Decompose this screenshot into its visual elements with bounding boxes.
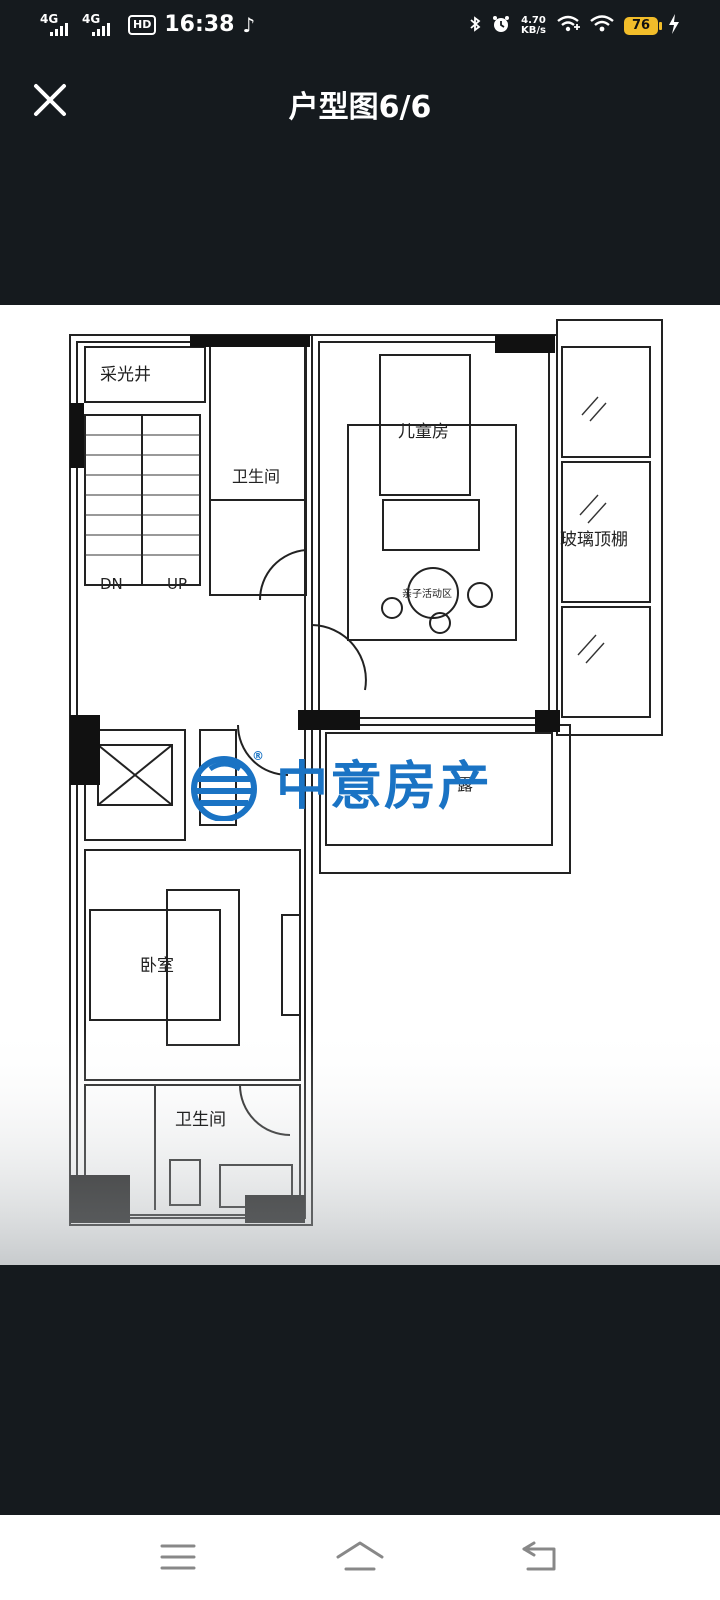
brand-globe-icon xyxy=(191,756,257,821)
image-viewer[interactable]: 采光井 卫生间 儿童房 亲子活动区 玻璃顶棚 DN UP 露 卧室 卫生间 ® … xyxy=(0,305,720,1265)
close-icon xyxy=(34,84,66,116)
net-speed: 4.70 KB/s xyxy=(521,16,546,36)
label-stairs-dn: DN xyxy=(100,575,123,593)
status-left: 4G 4G HD 16:38 ♪ xyxy=(40,12,255,37)
home-icon xyxy=(336,1541,384,1571)
watermark-text: 中意房产 xyxy=(276,757,493,817)
bluetooth-icon xyxy=(469,15,481,37)
signal-icon-2: 4G xyxy=(82,13,116,37)
label-stairs-up: UP xyxy=(167,575,188,593)
label-bedroom: 卧室 xyxy=(140,956,174,976)
home-button[interactable] xyxy=(330,1535,390,1579)
watermark-mark: ® xyxy=(252,749,264,763)
battery-indicator: 76 xyxy=(624,17,662,35)
label-activity-area: 亲子活动区 xyxy=(402,589,452,600)
charging-icon xyxy=(668,14,680,38)
status-time: 16:38 xyxy=(164,12,235,37)
system-navigation-bar xyxy=(0,1515,720,1600)
watermark-logo: ® 中意房产 xyxy=(190,749,530,823)
label-terrace: 露 xyxy=(457,775,474,794)
floor-plan-image xyxy=(0,305,720,1265)
label-glass-roof: 玻璃顶棚 xyxy=(560,530,628,550)
label-bathroom-bottom: 卫生间 xyxy=(175,1110,226,1130)
hotspot-icon xyxy=(556,15,580,37)
network-type-1: 4G xyxy=(40,11,59,26)
net-speed-unit: KB/s xyxy=(521,25,546,36)
wifi-icon xyxy=(590,15,614,37)
network-type-2: 4G xyxy=(82,11,101,26)
label-lightwell: 采光井 xyxy=(100,365,151,385)
close-button[interactable] xyxy=(26,76,74,124)
status-bar: 4G 4G HD 16:38 ♪ 4.70 KB/s 76 xyxy=(0,0,720,56)
menu-button[interactable] xyxy=(148,1535,208,1579)
viewer-header: 户型图6/6 xyxy=(0,60,720,140)
label-kids-room: 儿童房 xyxy=(398,422,449,442)
status-right: 4.70 KB/s 76 xyxy=(469,14,680,38)
menu-icon xyxy=(160,1544,196,1570)
net-speed-value: 4.70 xyxy=(521,15,546,26)
page-title: 户型图6/6 xyxy=(288,90,432,125)
alarm-icon xyxy=(491,14,511,38)
tiktok-icon: ♪ xyxy=(242,12,256,37)
back-button[interactable] xyxy=(512,1535,572,1579)
back-icon xyxy=(522,1541,556,1571)
signal-icon: 4G xyxy=(40,13,74,37)
label-bathroom-top: 卫生间 xyxy=(232,467,281,486)
hd-badge: HD xyxy=(128,14,157,35)
